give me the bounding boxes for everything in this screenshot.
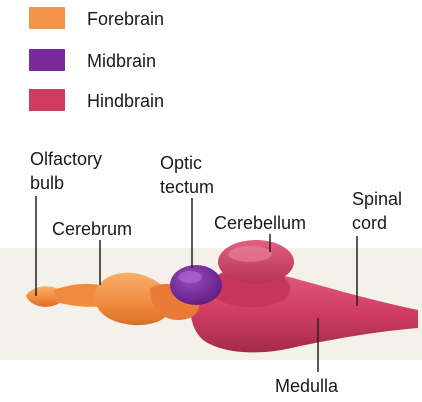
optic-tectum-label-line2: tectum [160, 176, 214, 198]
cerebellum-label: Cerebellum [214, 212, 306, 234]
cerebrum-label: Cerebrum [52, 218, 132, 240]
optic-tectum-highlight [178, 271, 202, 283]
optic-tectum-shape [170, 265, 222, 305]
olfactory-bulb-label-line2: bulb [30, 172, 64, 194]
spinal-cord-label-line2: cord [352, 212, 387, 234]
olfactory-bulb-label-line1: Olfactory [30, 148, 102, 170]
spinal-cord-label-line1: Spinal [352, 188, 402, 210]
cerebellum-highlight [228, 246, 272, 262]
medulla-label: Medulla [275, 375, 338, 397]
optic-tectum-label-line1: Optic [160, 152, 202, 174]
